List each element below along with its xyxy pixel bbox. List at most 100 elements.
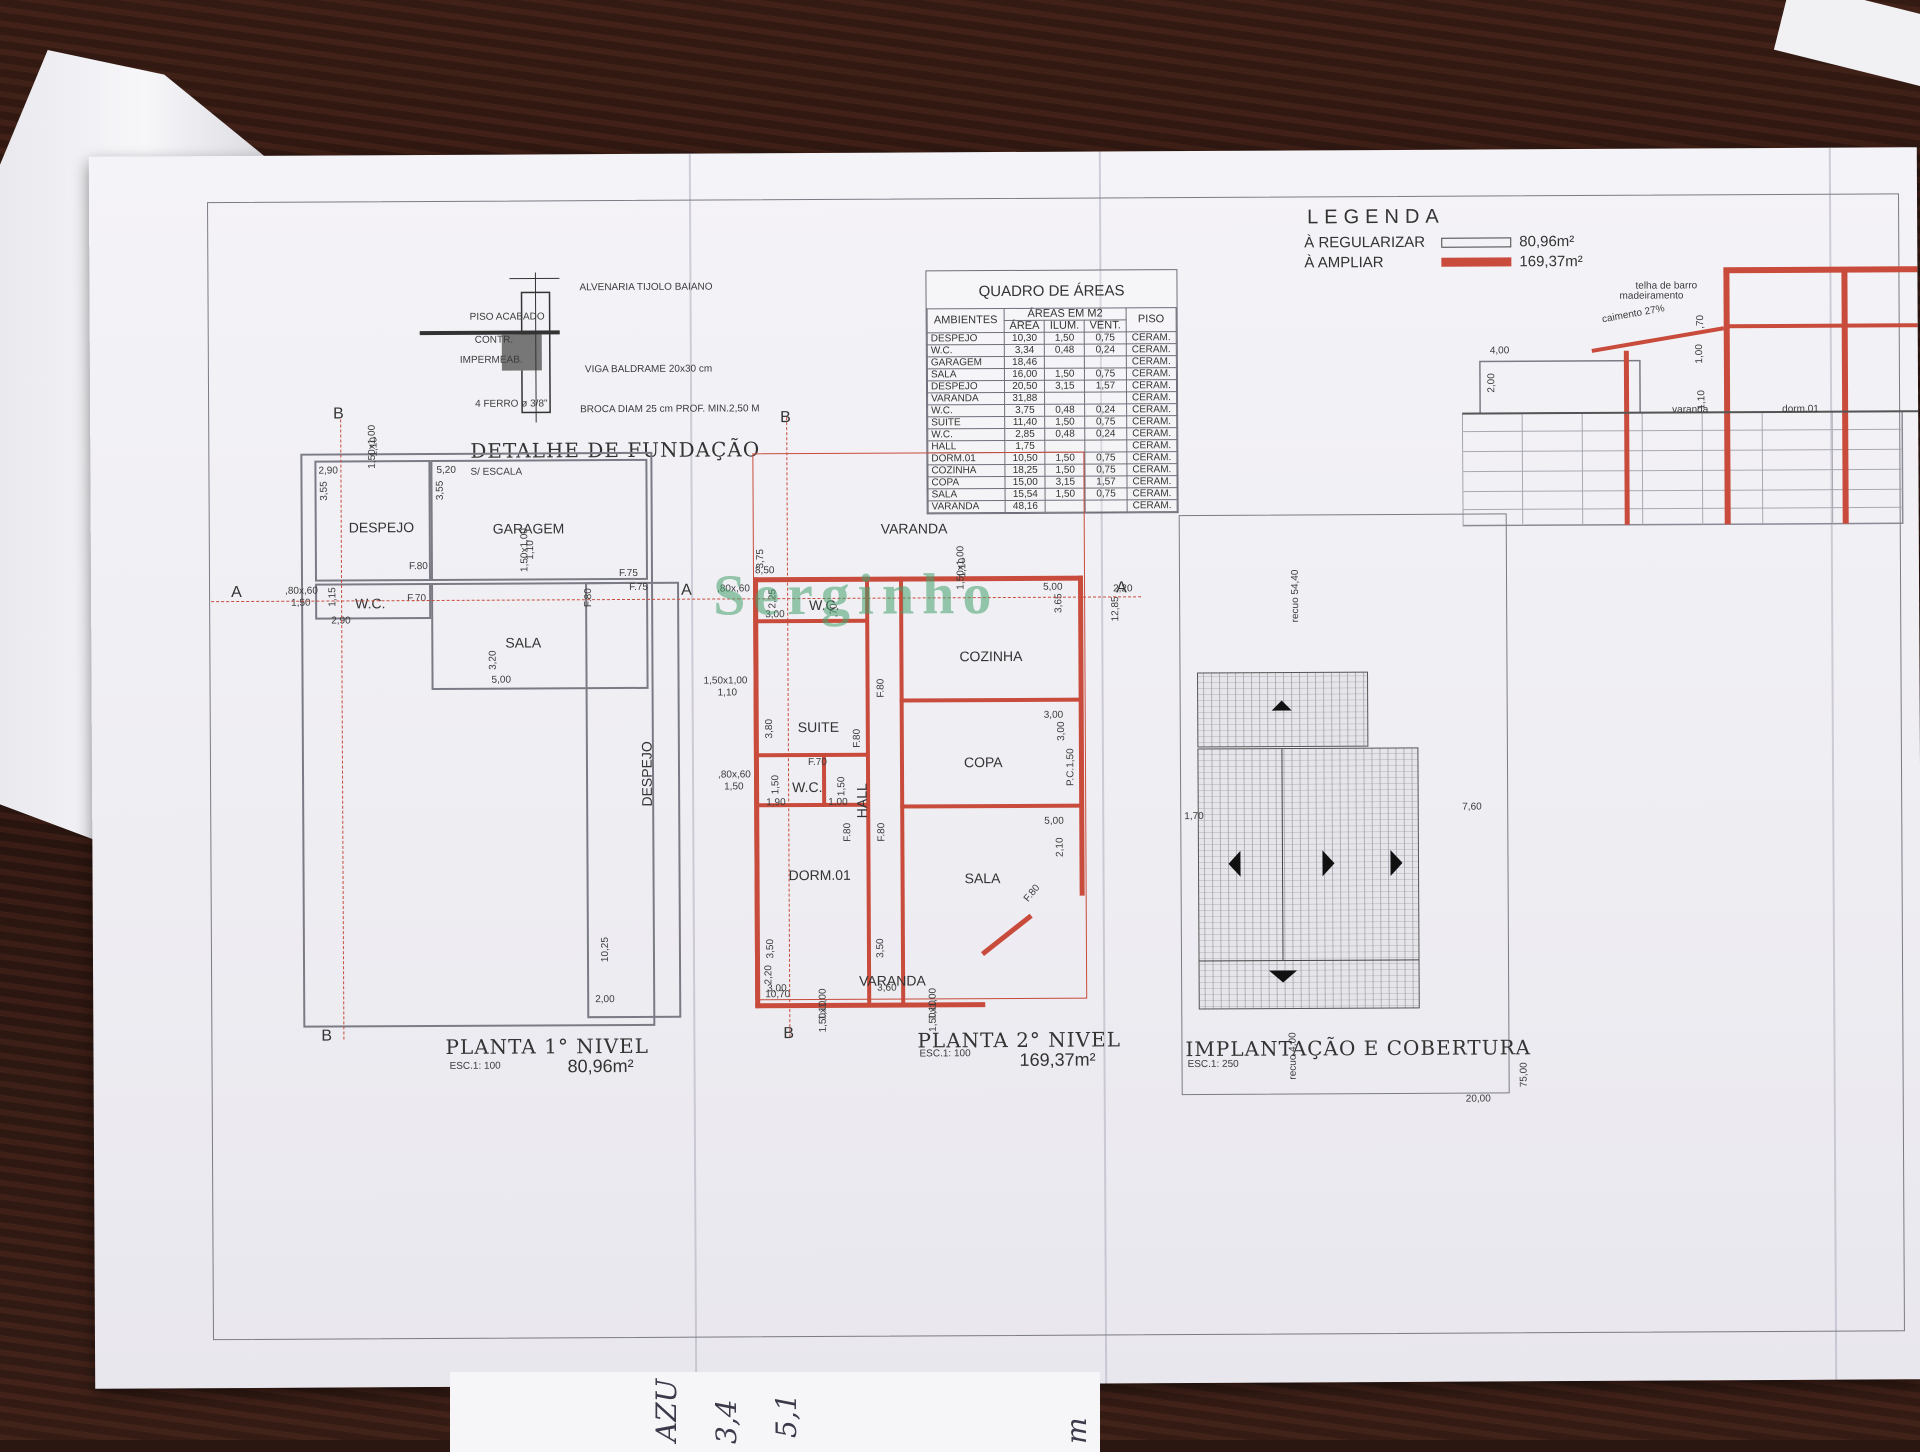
- plan2-dim: 5,00: [1043, 582, 1063, 593]
- plan2-dim: 3,60: [877, 983, 897, 994]
- areas-table-cell: CERAM.: [1127, 452, 1177, 464]
- legend-title: LEGENDA: [1307, 206, 1445, 230]
- plan2-room-label: VARANDA: [881, 520, 948, 536]
- areas-table-cell: CERAM.: [1127, 440, 1177, 452]
- areas-table-cell: CERAM.: [1126, 404, 1176, 416]
- implant-dim: 1,70: [1184, 811, 1204, 822]
- areas-table-cell: 0,75: [1084, 332, 1126, 344]
- plan2-room-label: COPA: [964, 754, 1003, 770]
- section-mark-a: A: [681, 582, 692, 600]
- areas-table-cell: 0,48: [1045, 344, 1085, 356]
- areas-table-cell: 1,57: [1085, 476, 1127, 488]
- areas-table-cell: 3,15: [1045, 380, 1085, 392]
- elevation-label: varanda: [1672, 404, 1708, 415]
- plan1-dim: 5,20: [436, 465, 456, 476]
- elevation-drawing: [1461, 229, 1919, 531]
- areas-table-cell: 0,75: [1085, 416, 1127, 428]
- plan2-dim: 1,90: [766, 797, 786, 808]
- foundation-note: IMPERMEAB.: [460, 355, 523, 366]
- plan1-room-label: DESPEJO: [349, 519, 414, 535]
- plan2-dim: 1,50: [836, 777, 847, 797]
- plan2-dim: 5,00: [1044, 816, 1064, 827]
- foundation-note: PISO ACABADO: [470, 311, 545, 322]
- areas-table-cell: 10,30: [1004, 332, 1044, 344]
- plan1-dim: 2,90: [318, 465, 338, 476]
- plan2-dim: 1,50: [770, 775, 781, 795]
- legend-label: À AMPLIAR: [1304, 254, 1383, 271]
- plan2-dim: 2,20: [763, 965, 774, 985]
- areas-table-cell: 1,57: [1085, 380, 1127, 392]
- areas-table-cell: 20,50: [1005, 380, 1045, 392]
- plan1-dim: 5,00: [492, 675, 512, 686]
- plan2-dim: 3,50: [875, 938, 886, 958]
- areas-table-cell: CERAM.: [1127, 488, 1177, 500]
- elevation-dim: ,70: [1695, 315, 1706, 329]
- areas-table-title: QUADRO DE ÁREAS: [926, 270, 1176, 308]
- section-mark-b: B: [783, 1025, 794, 1043]
- areas-table-cell: [1045, 356, 1085, 368]
- implant-dim: 7,60: [1462, 802, 1482, 813]
- watermark: Serginho: [713, 560, 1000, 628]
- legend-label: À REGULARIZAR: [1304, 234, 1425, 252]
- areas-table-cell: 2,85: [1005, 428, 1045, 440]
- plan2-dim: 3,00: [1044, 710, 1064, 721]
- implant-dim: 20,00: [1466, 1093, 1491, 1104]
- areas-table-cell: CERAM.: [1126, 380, 1176, 392]
- col-ilum: ILUM.: [1045, 320, 1085, 332]
- areas-table-cell: CERAM.: [1126, 344, 1176, 356]
- plan2-dim: ,80x,60: [718, 769, 751, 780]
- plan1-dim: F.70: [407, 593, 426, 604]
- areas-table-cell: CERAM.: [1127, 500, 1177, 512]
- plan2-dim: 1,50: [724, 781, 744, 792]
- areas-table-cell: 0,24: [1085, 404, 1127, 416]
- areas-table-cell: 3,34: [1004, 344, 1044, 356]
- plan2-room-label: COZINHA: [959, 648, 1022, 664]
- handwritten-note: AZU 3,4 5,1 m: [450, 1372, 1100, 1452]
- plan1-room-label: SALA: [505, 634, 541, 650]
- elevation-dim: 4,00: [1490, 345, 1510, 356]
- section-mark-a: A: [1116, 579, 1127, 597]
- areas-table-cell: [1085, 440, 1127, 452]
- areas-table-cell: 1,50: [1045, 416, 1085, 428]
- section-mark-b: B: [333, 405, 344, 423]
- plan1-scale: ESC.1: 100: [450, 1061, 501, 1072]
- areas-table-cell: GARAGEM: [927, 357, 1004, 369]
- handwriting: m: [1060, 1417, 1093, 1444]
- areas-table-cell: DESPEJO: [927, 333, 1004, 345]
- col-ambientes: AMBIENTES: [927, 309, 1004, 333]
- plan1-dim: 10,25: [600, 937, 611, 962]
- areas-table-cell: CERAM.: [1126, 332, 1176, 344]
- plan2-room-label: SUITE: [798, 719, 839, 735]
- plan2-dim: F.80: [875, 679, 886, 698]
- areas-table-cell: [1085, 392, 1127, 404]
- plan2-dim: 1,10: [927, 1000, 938, 1020]
- areas-table-cell: 11,40: [1005, 416, 1045, 428]
- areas-table-cell: W.C.: [927, 345, 1004, 357]
- elevation-label: madeiramento: [1620, 290, 1684, 301]
- areas-table-cell: 0,48: [1045, 404, 1085, 416]
- plan2-room-label: HALL: [854, 783, 870, 818]
- areas-table-cell: [1045, 392, 1085, 404]
- areas-table-cell: 0,75: [1085, 368, 1127, 380]
- areas-table-cell: [1045, 440, 1085, 452]
- plan1-dim: 1,10: [525, 540, 536, 560]
- areas-table-cell: CERAM.: [1127, 464, 1177, 476]
- plan2-dim: F.80: [842, 823, 853, 842]
- areas-table-cell: 0,75: [1085, 488, 1127, 500]
- col-vent: VENT.: [1084, 320, 1126, 332]
- plan2-room-label: SALA: [965, 870, 1001, 886]
- areas-table-cell: CERAM.: [1127, 416, 1177, 428]
- plan1-area: 80,96m²: [568, 1056, 634, 1077]
- plan1-dim: 1,10: [368, 437, 379, 457]
- areas-table-cell: 1,50: [1045, 368, 1085, 380]
- plan1-room-label: DESPEJO: [639, 741, 655, 806]
- plan2-dim: 3,50: [765, 939, 776, 959]
- col-area: ÁREA: [1004, 320, 1044, 332]
- plan2-dim: 1,10: [718, 687, 738, 698]
- plan1-dim: 3,20: [488, 650, 499, 670]
- areas-table-cell: 0,24: [1084, 344, 1126, 356]
- plan2-area: 169,37m²: [1019, 1050, 1095, 1071]
